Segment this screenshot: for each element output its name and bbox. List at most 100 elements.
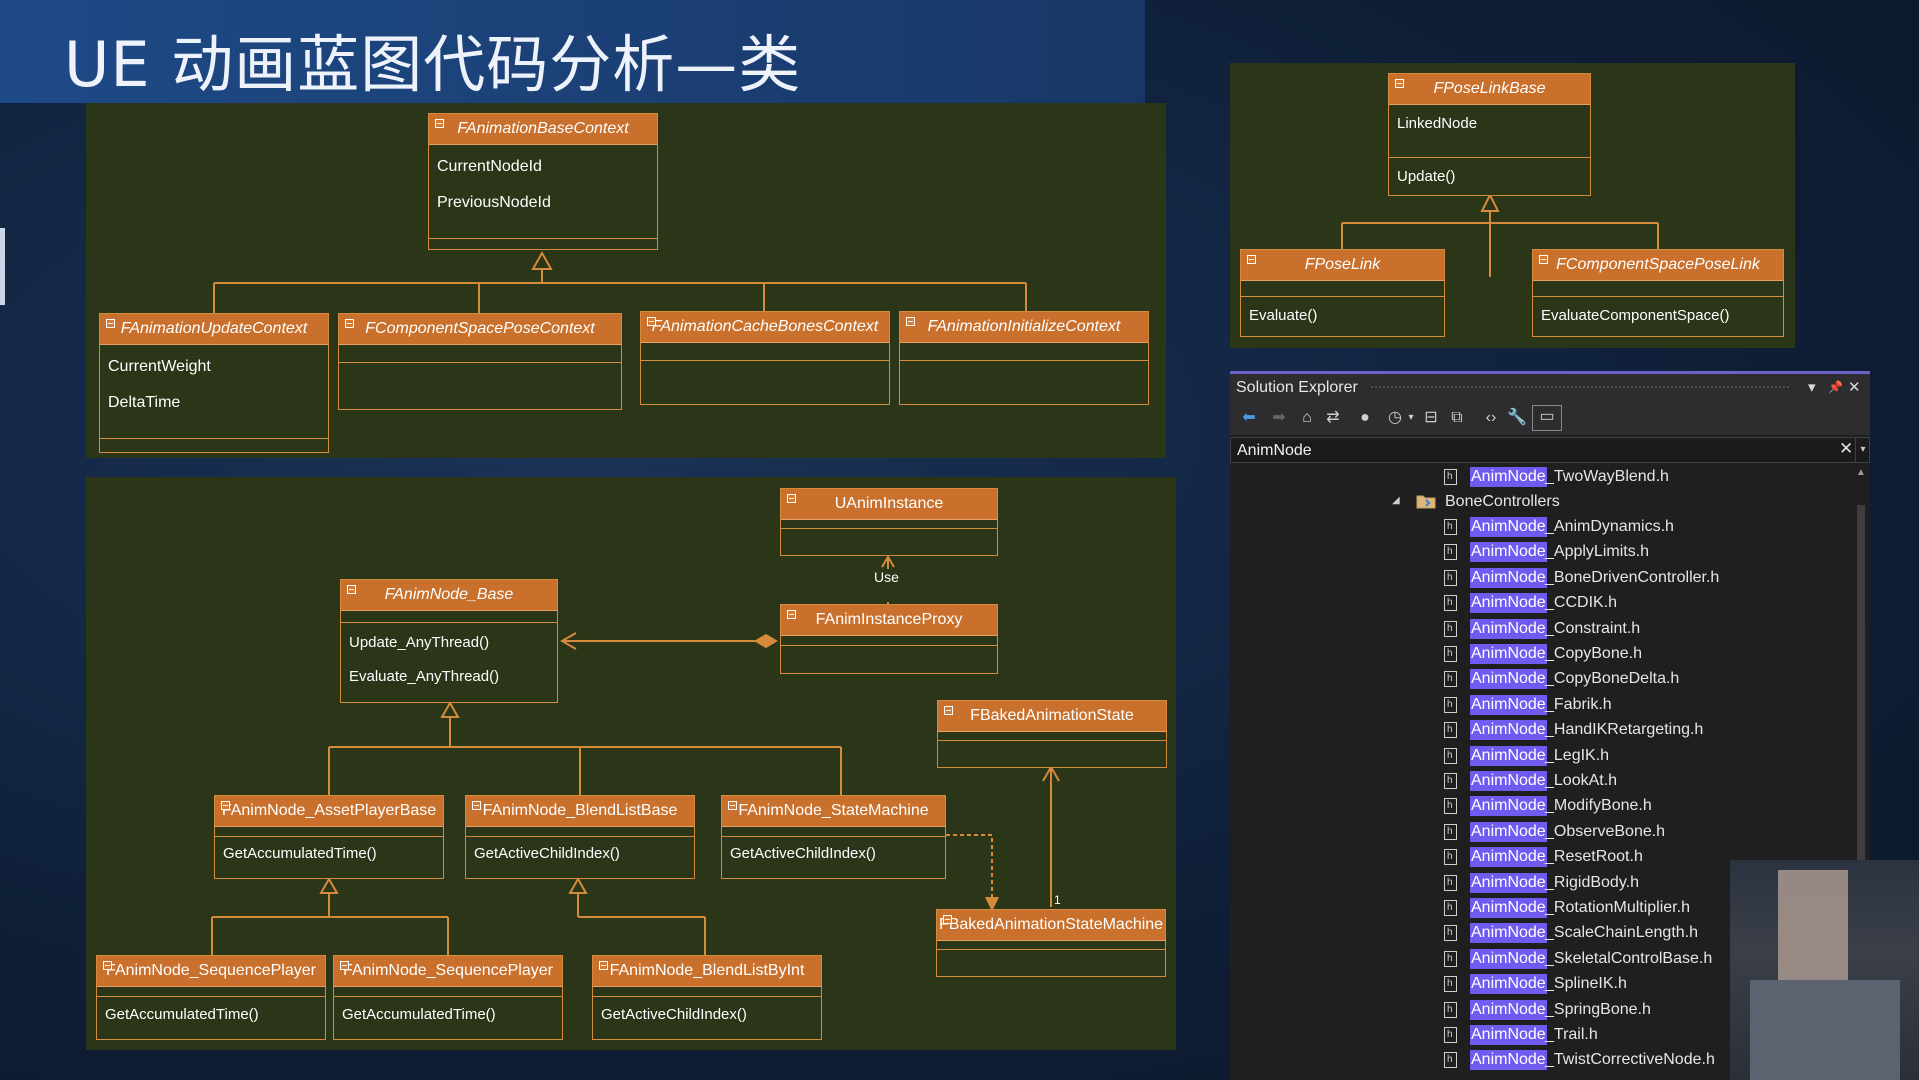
header-file-icon [1444,646,1457,662]
tree-item-file[interactable]: AnimNode _TwoWayBlend.h [1230,465,1850,489]
match-highlight: AnimNode [1470,1025,1547,1045]
header-file-icon [1444,722,1457,739]
history-icon[interactable]: ◷ [1388,409,1402,426]
tree-item-file[interactable]: AnimNode_ApplyLimits.h [1230,540,1850,564]
header-file-icon [1444,798,1457,815]
class-fanimationupdatecontext: FAnimationUpdateContext CurrentWeight De… [99,313,329,453]
tree-item-file[interactable]: AnimNode_SkeletalControlBase.h [1230,947,1850,971]
tree-item-file[interactable]: AnimNode_SpringBone.h [1230,998,1850,1022]
file-name-rest: _ApplyLimits.h [1545,543,1650,561]
tree-item-file[interactable]: AnimNode_RigidBody.h [1230,871,1850,895]
tree-item-file[interactable]: AnimNode_RotationMultiplier.h [1230,896,1850,920]
class-fbakedanimationstate: FBakedAnimationState [937,700,1167,768]
poselink-diagram-panel: FPoseLinkBase LinkedNode Update() FPoseL… [1230,63,1795,348]
collapse-icon [647,317,656,326]
match-highlight: AnimNode [1470,898,1547,918]
class-fanimnode-statemachine: FAnimNode_StateMachine GetActiveChildInd… [721,795,946,879]
file-name-rest: _CopyBoneDelta.h [1545,670,1680,688]
expand-arrow-icon[interactable]: ◢ [1392,495,1400,506]
collapse-icon [103,961,112,970]
scroll-thumb[interactable] [1857,505,1865,885]
collapse-all-icon[interactable]: ⊟ [1424,409,1438,426]
view-code-icon[interactable]: ‹› [1485,409,1497,426]
file-name-rest: _SkeletalControlBase.h [1545,949,1713,967]
collapse-icon [347,585,356,594]
file-name-rest: _HandIKRetargeting.h [1545,721,1704,739]
search-options-icon[interactable]: ▾ [1855,438,1870,462]
tree-item-file[interactable]: AnimNode_CopyBone.h [1230,642,1850,666]
header-file-icon [1444,823,1457,840]
history-dropdown-icon[interactable]: ▾ [1408,412,1414,423]
tree-item-file[interactable]: AnimNode_AnimDynamics.h [1230,515,1850,539]
class-fanimationcachebonescontext: FAnimationCacheBonesContext [640,311,890,405]
header-file-icon [1444,620,1457,637]
tree-item-file[interactable]: AnimNode_CopyBoneDelta.h [1230,667,1850,691]
match-highlight: AnimNode [1470,821,1547,842]
tree-item-folder[interactable]: ◢ BoneControllers [1230,490,1850,514]
tree-item-file[interactable]: AnimNode_SplineIK.h [1230,972,1850,996]
tree-item-file[interactable]: AnimNode_Constraint.h [1230,617,1850,641]
animnode-diagram-panel: Use 1 1 UAnimInstance FAnimNode_Base Upd… [86,477,1176,1050]
pending-changes-icon[interactable]: ● [1360,409,1370,426]
drag-grip[interactable] [1370,385,1790,390]
class-fanimationbasecontext: FAnimationBaseContext CurrentNodeId Prev… [428,113,658,250]
class-name: FAnimNode_BlendListByInt [609,962,805,979]
collapse-icon [221,801,230,810]
header-file-icon [1444,544,1457,561]
file-name-rest: _RotationMultiplier.h [1545,899,1690,916]
active-indicator [1230,371,1870,374]
tree-item-file[interactable]: AnimNode_ResetRoot.h [1230,845,1850,869]
match-highlight: AnimNode [1470,720,1547,741]
search-input[interactable] [1235,439,1819,463]
header-file-icon [1444,671,1457,688]
file-name-rest: _Fabrik.h [1545,695,1612,713]
tree-item-file[interactable]: AnimNode_LookAt.h [1230,769,1850,793]
class-fanimationinitializecontext: FAnimationInitializeContext [899,311,1149,405]
member: CurrentNodeId [437,158,542,175]
slide-title: UE 动画蓝图代码分析—类 [64,28,802,101]
window-position-dropdown-icon[interactable]: ▾ [1808,379,1816,396]
clear-search-icon[interactable]: ✕ [1839,439,1854,458]
pin-icon[interactable]: 📌 [1828,380,1843,394]
properties-icon[interactable]: 🔧 [1507,409,1527,426]
header-file-icon [1444,925,1457,942]
home-icon[interactable]: ⌂ [1302,409,1312,426]
tree-item-file[interactable]: AnimNode_BoneDrivenController.h [1230,566,1850,590]
tree-item-file[interactable]: AnimNode_ScaleChainLength.h [1230,921,1850,945]
scroll-up-icon[interactable]: ▲ [1856,467,1866,478]
tree-item-file[interactable]: AnimNode_LegIK.h [1230,744,1850,768]
field: LinkedNode [1397,115,1478,132]
tree-item-file[interactable]: AnimNode_CCDIK.h [1230,591,1850,615]
match-highlight: AnimNode [1470,999,1547,1020]
collapse-icon [345,319,354,328]
search-box: ✕ ▾ [1230,437,1870,463]
class-uaniminstance: UAnimInstance [780,488,998,556]
file-name-rest: _TwoWayBlend.h [1545,468,1669,485]
show-all-files-icon[interactable]: ⧉ [1451,409,1463,426]
tree-item-file[interactable]: AnimNode_ObserveBone.h [1230,820,1850,844]
tree-item-file[interactable]: AnimNode_TwistCorrectiveNode.h [1230,1048,1850,1072]
class-fcomponentspaceposecontext: FComponentSpacePoseContext [338,313,622,410]
context-diagram-panel: FAnimationBaseContext CurrentNodeId Prev… [86,103,1166,458]
back-icon[interactable]: ⬅ [1242,409,1256,426]
header-file-icon [1444,747,1457,764]
file-name-rest: _ModifyBone.h [1545,797,1652,815]
match-highlight: AnimNode [1470,593,1547,614]
class-fanimnode-base: FAnimNode_Base Update_AnyThread() Evalua… [340,579,558,703]
close-icon[interactable]: ✕ [1848,379,1861,396]
switch-views-icon[interactable]: ⇄ [1326,409,1340,426]
tree-item-file[interactable]: AnimNode_Fabrik.h [1230,693,1850,717]
solution-explorer-titlebar: Solution Explorer ▾ 📌 ✕ [1230,374,1870,401]
collapse-icon [944,706,953,715]
tree-item-file[interactable]: AnimNode_ModifyBone.h [1230,794,1850,818]
forward-icon[interactable]: ➡ [1272,409,1286,426]
member: DeltaTime [108,394,181,411]
panel-title: Solution Explorer [1236,379,1358,396]
method: Evaluate() [1249,307,1318,324]
preview-selected-icon[interactable]: ▭ [1532,405,1562,431]
file-name-rest: _TwistCorrectiveNode.h [1545,1051,1715,1069]
tree-item-file[interactable]: AnimNode_HandIKRetargeting.h [1230,718,1850,742]
tree-item-file[interactable]: AnimNode_Trail.h [1230,1023,1850,1047]
class-fcomponentspaceposelink: FComponentSpacePoseLink EvaluateComponen… [1532,249,1784,337]
match-highlight: AnimNode [1470,771,1547,791]
